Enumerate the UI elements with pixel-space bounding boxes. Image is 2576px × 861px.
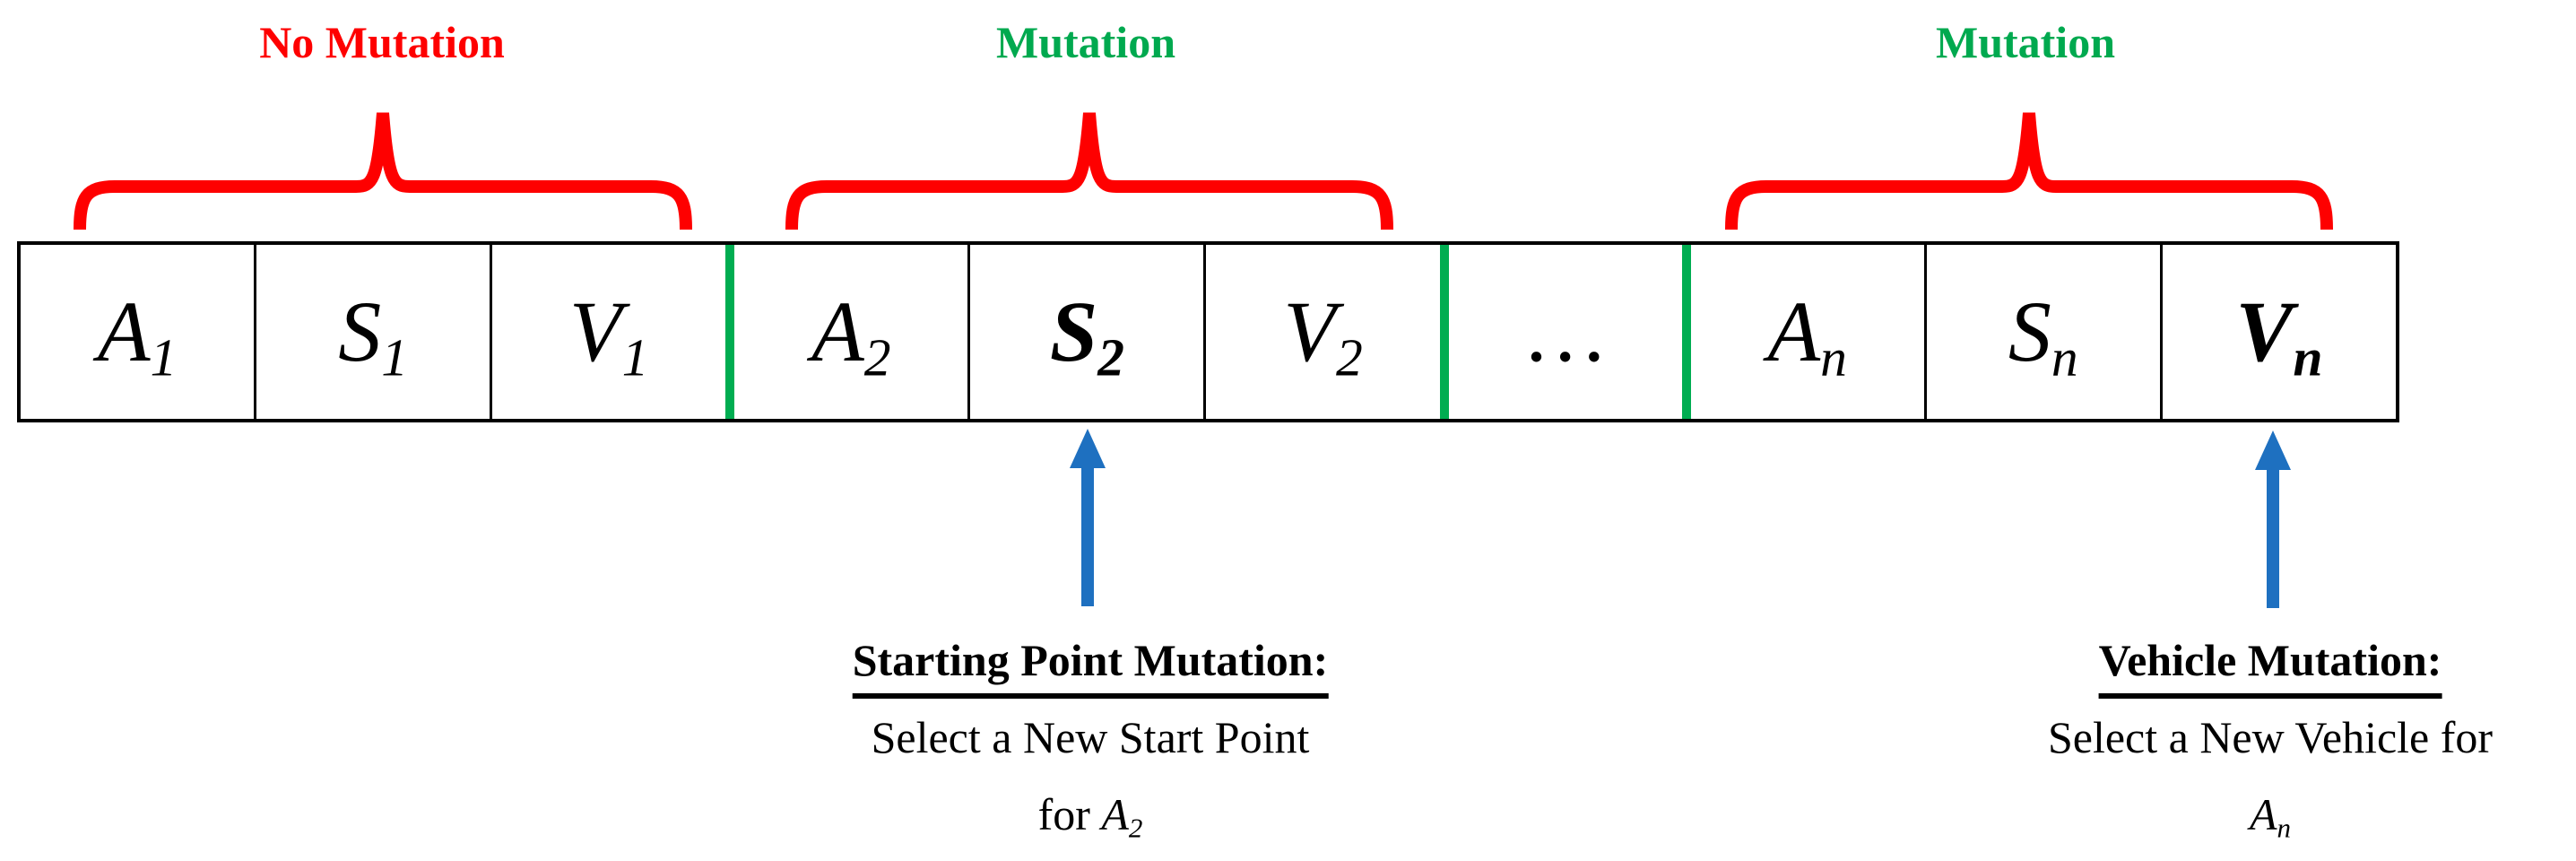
vehicle-mutation-title: Vehicle Mutation: bbox=[2098, 635, 2442, 699]
gene-cell-an: An bbox=[1681, 245, 1924, 419]
starting-point-mutation-line2: Select a New Start Point bbox=[871, 712, 1310, 762]
gene-cell-a1: A1 bbox=[97, 283, 178, 387]
starting-point-mutation-line3: for A2 bbox=[1037, 789, 1143, 844]
gene-cell-s2-mutated: S2 bbox=[967, 245, 1203, 419]
gene-cell-v1: V1 bbox=[490, 245, 725, 419]
label-no-mutation: No Mutation bbox=[259, 17, 505, 67]
chromosome-table: A1 S1 V1 A2 S2 V2 … An Sn Vn bbox=[17, 241, 2399, 422]
brace-mutation-right-icon bbox=[1725, 112, 2333, 230]
arrow-starting-point-icon bbox=[1070, 429, 1106, 606]
gene-cell-sn: Sn bbox=[1923, 245, 2160, 419]
label-mutation-middle: Mutation bbox=[996, 17, 1175, 67]
vehicle-mutation-line3: An bbox=[2249, 789, 2292, 844]
brace-mutation-middle-icon bbox=[785, 112, 1393, 230]
brace-no-mutation-icon bbox=[74, 112, 692, 230]
gene-cell-v2: V2 bbox=[1203, 245, 1439, 419]
gene-cell-s1: S1 bbox=[254, 245, 490, 419]
label-mutation-right: Mutation bbox=[1936, 17, 2115, 67]
gene-cell-a2: A2 bbox=[725, 245, 967, 419]
gene-cell-vn-mutated: Vn bbox=[2159, 245, 2396, 419]
starting-point-mutation-title: Starting Point Mutation: bbox=[852, 635, 1329, 699]
arrow-vehicle-icon bbox=[2255, 430, 2291, 608]
gene-cell-ellipsis: … bbox=[1439, 245, 1682, 419]
vehicle-mutation-line2: Select a New Vehicle for bbox=[2047, 712, 2494, 762]
